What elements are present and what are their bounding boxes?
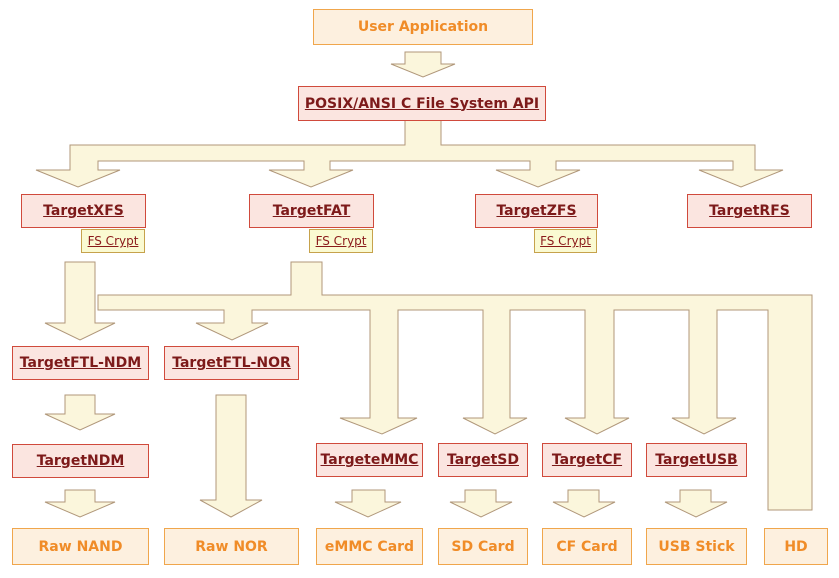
sd-card-box: SD Card [438, 528, 528, 565]
arrow-xfs-to-ftl-ndm [44, 261, 116, 341]
targetndm-label: TargetNDM [36, 453, 125, 469]
hd-box: HD [764, 528, 828, 565]
raw-nand-box: Raw NAND [12, 528, 149, 565]
arrow-emmc-to-card [334, 489, 402, 518]
targetndm-box: TargetNDM [12, 444, 149, 478]
arrow-ftl-ndm-to-ndm [44, 394, 116, 431]
fs-api-label: POSIX/ANSI C File System API [304, 95, 540, 112]
targetxfs-label: TargetXFS [43, 203, 124, 219]
targetrfs-label: TargetRFS [709, 203, 790, 219]
arrow-ftl-nor-to-nor [199, 394, 263, 518]
arrow-app-to-api [390, 51, 456, 78]
targetrfs-box: TargetRFS [687, 194, 812, 228]
xfs-fs-crypt: FS Crypt [81, 229, 145, 253]
targetftl-nor-box: TargetFTL-NOR [164, 346, 299, 380]
arrow-sd-to-card [449, 489, 513, 518]
targetftl-ndm-box: TargetFTL-NDM [12, 346, 149, 380]
targetemmc-box: TargeteMMC [316, 443, 423, 477]
emmc-card-box: eMMC Card [316, 528, 423, 565]
targetcf-label: TargetCF [551, 452, 623, 468]
targetzfs-label: TargetZFS [496, 203, 577, 219]
arrow-api-to-fs [35, 119, 784, 188]
targetfat-label: TargetFAT [272, 203, 351, 219]
targetcf-box: TargetCF [542, 443, 632, 477]
targetusb-box: TargetUSB [646, 443, 747, 477]
fs-api-box: POSIX/ANSI C File System API [298, 86, 546, 121]
arrow-usb-to-stick [664, 489, 728, 518]
user-application-box: User Application [313, 9, 533, 45]
targetemmc-label: TargeteMMC [320, 452, 419, 468]
targetsd-box: TargetSD [438, 443, 528, 477]
targetusb-label: TargetUSB [655, 452, 738, 468]
usb-stick-box: USB Stick [646, 528, 747, 565]
targetxfs-box: TargetXFS [21, 194, 146, 228]
arrow-cf-to-card [552, 489, 616, 518]
raw-nor-box: Raw NOR [164, 528, 299, 565]
zfs-fs-crypt: FS Crypt [534, 229, 597, 253]
targetftl-nor-label: TargetFTL-NOR [172, 355, 291, 371]
targetfat-box: TargetFAT [249, 194, 374, 228]
fat-fs-crypt: FS Crypt [309, 229, 373, 253]
targetzfs-box: TargetZFS [475, 194, 598, 228]
cf-card-box: CF Card [542, 528, 632, 565]
arrow-ndm-to-nand [44, 489, 116, 518]
arrow-fat-to-drivers [97, 261, 813, 511]
targetsd-label: TargetSD [446, 452, 519, 468]
targetftl-ndm-label: TargetFTL-NDM [19, 355, 142, 371]
